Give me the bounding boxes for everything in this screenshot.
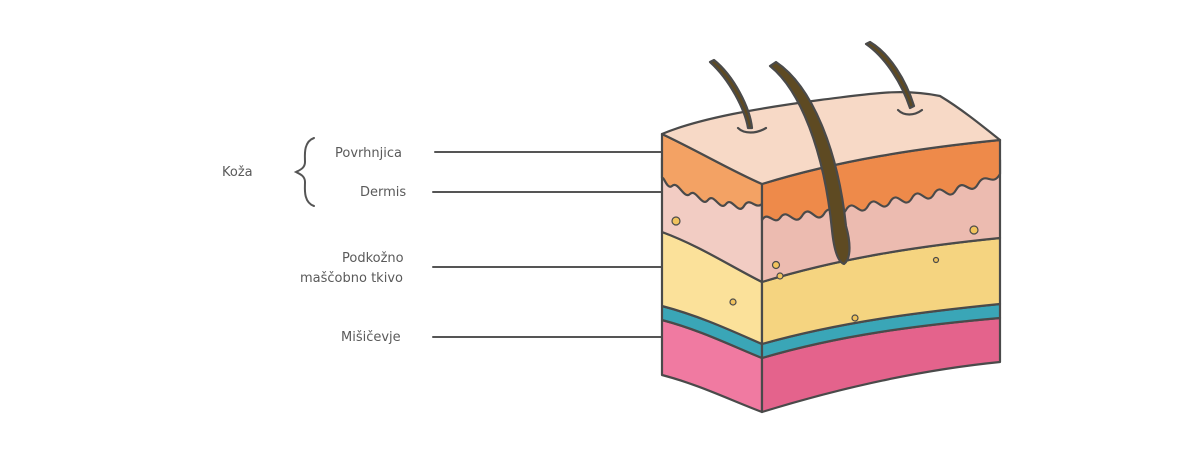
skin-block [660, 40, 1002, 414]
epidermis-side [760, 138, 1002, 222]
hair-follicle-right [896, 108, 924, 116]
group-label-skin: Koža [222, 165, 253, 180]
label-muscle: Mišičevje [341, 330, 401, 345]
hair-shaft-left [708, 58, 754, 130]
label-dermis: Dermis [360, 185, 406, 200]
label-subcutis-line1: Podkožno [342, 251, 404, 266]
label-epidermis: Povrhnjica [335, 146, 402, 161]
label-subcutis-line2: maščobno tkivo [300, 271, 403, 286]
group-brace [293, 137, 315, 207]
hair-follicle-left [736, 126, 768, 134]
hair-shaft-center [768, 60, 851, 266]
hair-shaft-right [864, 40, 916, 110]
hair-shafts [708, 40, 924, 266]
fat-globules [671, 216, 979, 322]
